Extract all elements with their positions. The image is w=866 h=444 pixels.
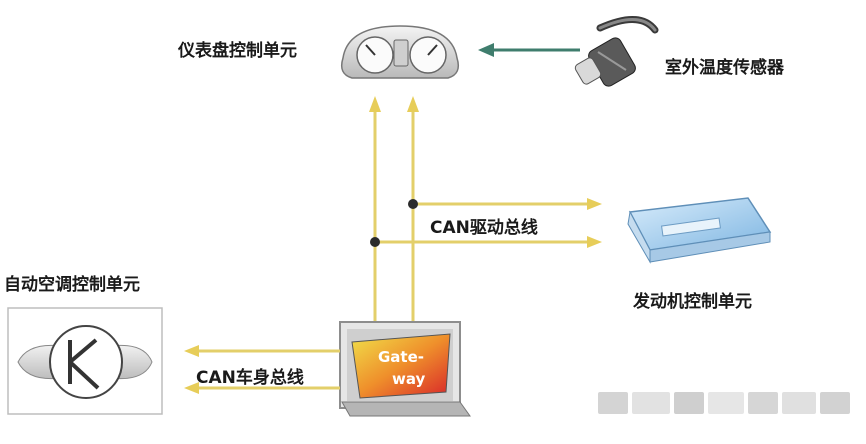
temperature-sensor-label: 室外温度传感器 [665,58,784,78]
gateway-text-line1: Gate- [378,348,424,366]
can-drive-bus-label: CAN驱动总线 [430,218,538,238]
instrument-cluster-icon [340,25,460,79]
watermark-blur [598,392,628,414]
watermark-blur [674,392,704,414]
ac-control-unit-label: 自动空调控制单元 [4,275,140,295]
instrument-cluster-label: 仪表盘控制单元 [178,41,297,61]
temperature-sensor-icon [574,16,659,87]
engine-ecu-label: 发动机控制单元 [633,292,752,312]
watermark-blur [782,392,816,414]
watermark-blur [748,392,778,414]
watermark-blur [708,392,744,414]
junction-dot [408,199,418,209]
watermark-blur [632,392,670,414]
can-body-bus-lines [184,345,340,394]
watermark-blur [820,392,850,414]
gateway-icon: Gate- way [339,321,471,417]
can-drive-bus-lines [370,198,602,248]
engine-ecu-icon [627,197,772,264]
ac-control-unit-icon [7,307,163,415]
can-body-bus-label: CAN车身总线 [196,368,304,388]
sensor-to-cluster-arrow [478,43,580,57]
junction-dot [370,237,380,247]
gateway-text-line2: way [392,370,426,388]
cluster-bus-lines [369,96,419,341]
